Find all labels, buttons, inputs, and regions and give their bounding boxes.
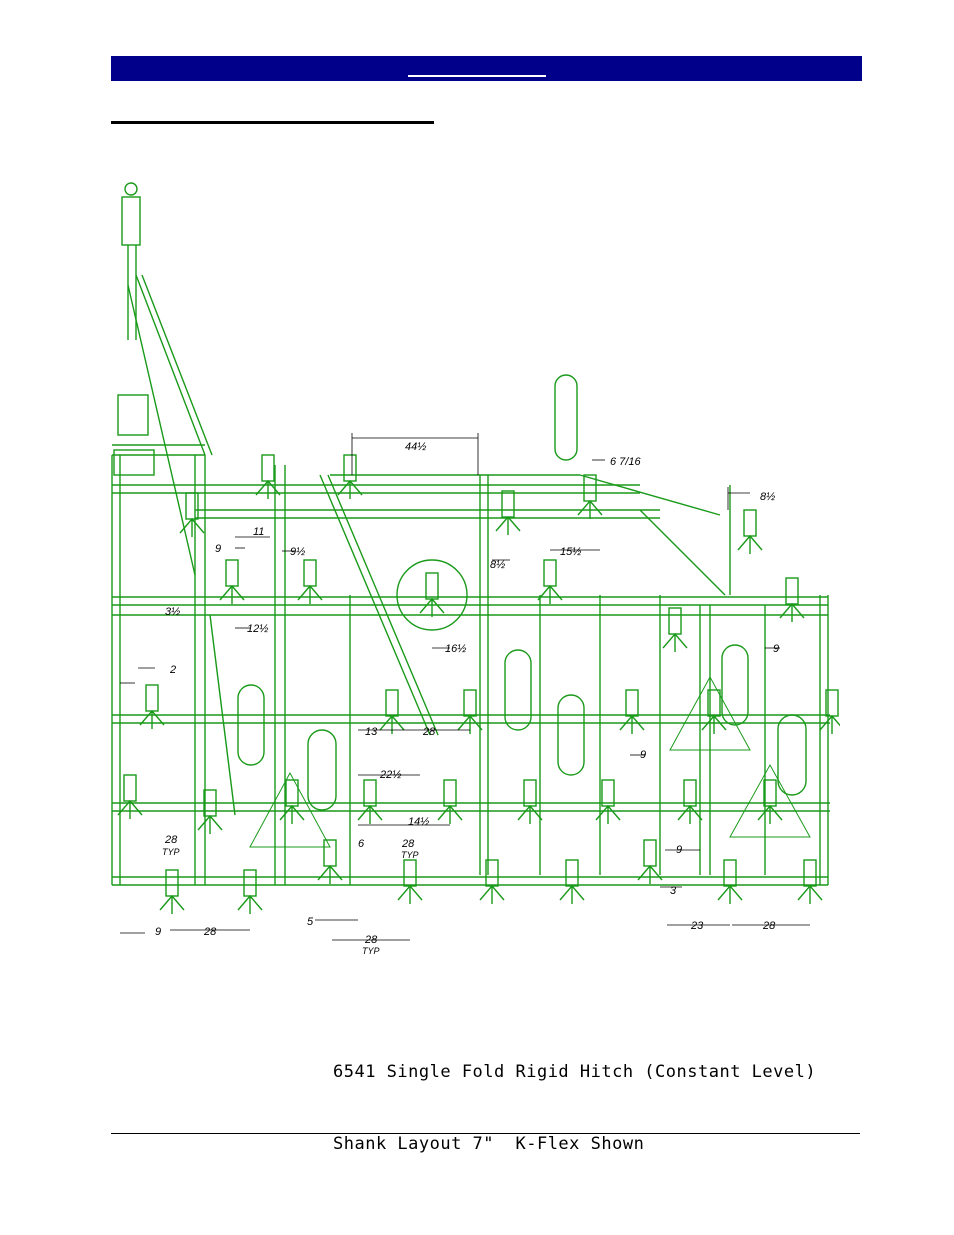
dim-13: 13 bbox=[365, 726, 378, 738]
dim-5: 5 bbox=[307, 916, 314, 928]
shank-layout-drawing: 44½ 6 7/16 8½ 11 9 9½ 8½ 15½ 3½ 12½ 16½ … bbox=[100, 175, 840, 965]
dimension-lines bbox=[120, 433, 810, 940]
dim-22: 22½ bbox=[379, 769, 401, 781]
section-heading-rule bbox=[111, 121, 434, 124]
dim-9-bottom: 9 bbox=[155, 926, 161, 938]
dim-44: 44½ bbox=[405, 441, 426, 453]
dim-9-upper: 9 bbox=[215, 543, 221, 555]
dim-28-bottom-left: 28 bbox=[203, 926, 217, 938]
caption-line-1: 6541 Single Fold Rigid Hitch (Constant L… bbox=[333, 1060, 816, 1084]
dim-28-mid: 28 bbox=[422, 726, 436, 738]
dim-8-mid: 8½ bbox=[490, 559, 505, 571]
dim-28-typ-bottom: 28 bbox=[364, 934, 378, 946]
dim-6: 6 bbox=[358, 838, 365, 850]
typ-mid: TYP bbox=[401, 850, 419, 860]
caption-line-2: Shank Layout 7" K-Flex Shown bbox=[333, 1132, 816, 1156]
dim-6-7-16: 6 7/16 bbox=[610, 456, 641, 468]
dim-28-bottom-right: 28 bbox=[762, 920, 776, 932]
dim-23: 23 bbox=[690, 920, 704, 932]
typ-left: TYP bbox=[162, 847, 180, 857]
header-title-underline bbox=[408, 75, 546, 77]
dim-3-half: 3½ bbox=[165, 606, 180, 618]
dim-9-right: 9 bbox=[773, 643, 779, 655]
dim-3: 3 bbox=[670, 885, 677, 897]
dim-16: 16½ bbox=[445, 643, 466, 655]
shank-markers bbox=[118, 455, 840, 914]
dim-12: 12½ bbox=[247, 623, 268, 635]
header-bar bbox=[111, 56, 862, 81]
dim-9-center: 9 bbox=[640, 749, 646, 761]
dim-9-lower-right: 9 bbox=[676, 844, 682, 856]
figure-caption: 6541 Single Fold Rigid Hitch (Constant L… bbox=[333, 1012, 816, 1180]
typ-bottom: TYP bbox=[362, 946, 380, 956]
dim-11: 11 bbox=[253, 526, 264, 538]
dim-15: 15½ bbox=[560, 546, 581, 558]
dim-28-typ-left: 28 bbox=[164, 834, 178, 846]
dim-28-typ-mid: 28 bbox=[401, 838, 415, 850]
dim-9-half: 9½ bbox=[290, 546, 305, 558]
dim-14: 14½ bbox=[408, 816, 429, 828]
dim-8-upper: 8½ bbox=[760, 491, 775, 503]
footer-rule bbox=[111, 1133, 860, 1134]
dim-2: 2 bbox=[169, 664, 176, 676]
frame-linework bbox=[112, 183, 830, 885]
